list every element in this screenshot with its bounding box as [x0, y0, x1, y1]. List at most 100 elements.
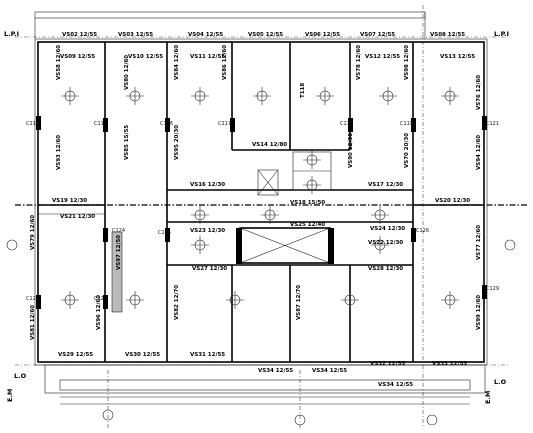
top-parapet: [34, 11, 426, 19]
beam-label-vs502: VS02 12/55: [62, 32, 97, 38]
beam-label-vs527: VS27 12/30: [192, 266, 227, 272]
column-c124: [103, 228, 108, 242]
outer-walls: [34, 11, 488, 405]
vertical-beam-label-v-vs581: VS81 12/60: [30, 305, 36, 340]
column-label-c115: C115: [94, 121, 107, 127]
vertical-beam-label-v-vs587: VS87 12/70: [296, 285, 302, 320]
vertical-beam-label-v-vs584: VS84 12/60: [174, 45, 180, 80]
column-c121: [482, 116, 487, 130]
slab-mark: [303, 176, 321, 194]
column-c129: [482, 285, 487, 299]
vertical-beam-label-v-vs597: VS97 12/50: [116, 235, 122, 270]
slab-mark: [441, 87, 459, 105]
vertical-beam-label-v-vs582: VS82 12/70: [174, 285, 180, 320]
grid-bubbles: [6, 239, 516, 426]
vertical-beam-label-v-vs596: VS96 12/60: [96, 295, 102, 330]
axis-label-top-left: L.P.I: [4, 30, 19, 38]
slab-mark: [191, 236, 209, 254]
grid-bubble-right: [426, 414, 438, 426]
beam-label-vs511: VS11 12/55: [190, 54, 225, 60]
beam-label-vs513: VS13 12/55: [440, 54, 475, 60]
slab-mark: [253, 87, 271, 105]
slab-mark: [441, 291, 459, 309]
vertical-beam-label-v-vs599: VS99 12/60: [476, 295, 482, 330]
column-c116: [165, 118, 170, 132]
beam-label-vs504: VS04 12/55: [188, 32, 223, 38]
column-c118: [348, 118, 353, 132]
beam-label-vs534c: VS34 12/55: [378, 382, 413, 388]
slab-mark: [191, 206, 209, 224]
slab-mark: [191, 87, 209, 105]
beam-label-vs512: VS12 12/55: [365, 54, 400, 60]
column-label-c124: C124: [112, 228, 125, 234]
grid-bubble-left-mid: [6, 239, 18, 251]
column-c114: [36, 116, 41, 130]
slab-marks: [61, 87, 459, 309]
beam-label-vs530: VS30 12/55: [125, 352, 160, 358]
vertical-beam-label-v-vs585: VS85 15/55: [124, 125, 130, 160]
vertical-beam-label-v-vs586: VS86 12/60: [222, 45, 228, 80]
beam-label-vs531: VS31 12/55: [190, 352, 225, 358]
column-c119: [411, 118, 416, 132]
axis-label-right-em: E.M: [484, 391, 492, 404]
core-wall-left: [236, 228, 242, 264]
axis-label-bottom-right: L.O: [494, 378, 507, 386]
column-c128: [103, 295, 108, 309]
column-c115: [103, 118, 108, 132]
column-label-c129: C129: [486, 286, 499, 292]
beam-label-vs519: VS19 12/30: [52, 198, 87, 204]
core-wall-right: [328, 228, 334, 264]
stair-void: [257, 169, 279, 196]
beam-label-vs534a: VS34 12/55: [312, 368, 347, 374]
slab-mark: [126, 291, 144, 309]
slab-mark: [379, 87, 397, 105]
beam-label-vs507: VS07 12/55: [360, 32, 395, 38]
beam-label-vs517: VS17 12/30: [368, 182, 403, 188]
column-label-c116: C116: [160, 121, 173, 127]
column-c117: [230, 118, 235, 132]
bottom-balcony: [44, 364, 486, 394]
beam-label-vs532: VS32 12/55: [370, 361, 405, 367]
beam-label-vs508: VS08 12/55: [430, 32, 465, 38]
beam-label-vs524: VS24 12/30: [370, 226, 405, 232]
column-c127: [36, 295, 41, 309]
vertical-beam-label-v-vs598: VS98 12/60: [404, 45, 410, 80]
stair-core: [239, 151, 332, 264]
beam-label-vs520: VS20 12/30: [435, 198, 470, 204]
vertical-beam-label-v-vs590: VS90 12/30: [348, 133, 354, 168]
grid-bubble-right-mid: [504, 239, 516, 251]
column-label-c126: C126: [416, 228, 429, 234]
beam-label-vs518: VS18 15/50: [290, 200, 325, 206]
vertical-beam-label-v-vs578: VS78 12/60: [356, 45, 362, 80]
column-label-c117: C117: [218, 121, 231, 127]
beam-label-vs506: VS06 12/55: [305, 32, 340, 38]
beam-label-vs529: VS29 12/55: [58, 352, 93, 358]
column-label-c121: C121: [486, 121, 499, 127]
slab-mark: [126, 87, 144, 105]
column-c126: [411, 228, 416, 242]
building-outline-outer: [34, 38, 488, 366]
beam-label-vs509: VS09 12/55: [60, 54, 95, 60]
slab-mark: [371, 206, 389, 224]
column-label-c125: C125: [158, 230, 171, 236]
axis-label-left-em: E.M: [6, 389, 14, 402]
vertical-beam-label-v-vs579: VS79 12/60: [30, 215, 36, 250]
beam-label-vs510: VS10 12/55: [128, 54, 163, 60]
beam-label-vs533: VS33 12/55: [432, 361, 467, 367]
beam-label-vs505: VS05 12/55: [248, 32, 283, 38]
interior-beams: [38, 42, 484, 362]
slab-mark: [261, 206, 279, 224]
grid-bubble-left: [102, 409, 114, 421]
columns: [36, 116, 487, 313]
vertical-beam-label-v-vs576: VS76 12/60: [476, 75, 482, 110]
beam-label-vs521: VS21 12/30: [60, 214, 95, 220]
slab-mark: [371, 236, 389, 254]
column-label-c114: C114: [26, 121, 39, 127]
beam-label-vs514: VS14 12/80: [252, 142, 287, 148]
beam-label-vs523: VS23 12/30: [190, 228, 225, 234]
vertical-beam-label-v-vs580: VS80 12/60: [124, 55, 130, 90]
vertical-beam-label-v-vs595: VS95 20/30: [174, 125, 180, 160]
